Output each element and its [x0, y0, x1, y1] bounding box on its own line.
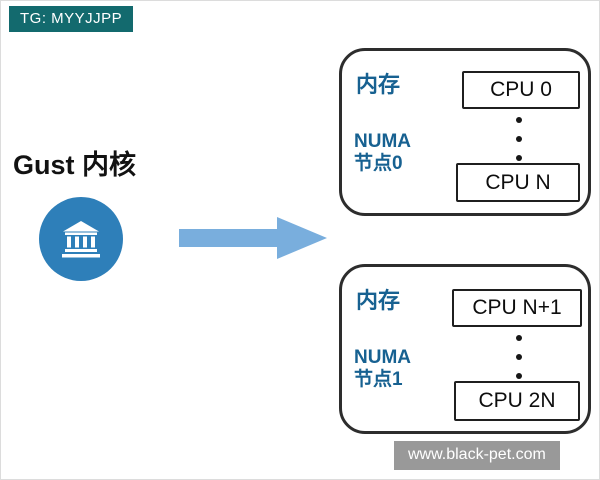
site-watermark-badge: www.black-pet.com	[394, 441, 560, 470]
bank-icon	[62, 221, 100, 258]
numa-label-line2: 节点1	[354, 369, 403, 390]
numa-node-1-box: 内存 NUMA 节点1 CPU N+1 CPU 2N	[339, 264, 591, 434]
numa-label-line1: NUMA	[354, 347, 411, 368]
cpu-box: CPU 0	[462, 71, 580, 109]
vertical-ellipsis-icon	[510, 117, 528, 161]
cpu-box: CPU 2N	[454, 381, 580, 421]
cpu-box: CPU N+1	[452, 289, 582, 327]
vertical-ellipsis-icon	[510, 335, 528, 379]
cpu-box: CPU N	[456, 163, 580, 202]
right-arrow-icon	[179, 217, 327, 259]
numa-label-line2: 节点0	[354, 153, 403, 174]
memory-label: 内存	[356, 288, 401, 313]
numa-label-line1: NUMA	[354, 131, 411, 152]
numa-node-0-label: NUMA 节点0	[354, 131, 411, 175]
guest-kernel-title: Gust 内核	[13, 150, 137, 180]
numa-node-0-box: 内存 NUMA 节点0 CPU 0 CPU N	[339, 48, 591, 216]
memory-label: 内存	[356, 72, 401, 97]
tg-watermark-badge: TG: MYYJJPP	[9, 6, 134, 32]
guest-kernel-icon	[39, 197, 123, 281]
numa-node-1-label: NUMA 节点1	[354, 347, 411, 391]
